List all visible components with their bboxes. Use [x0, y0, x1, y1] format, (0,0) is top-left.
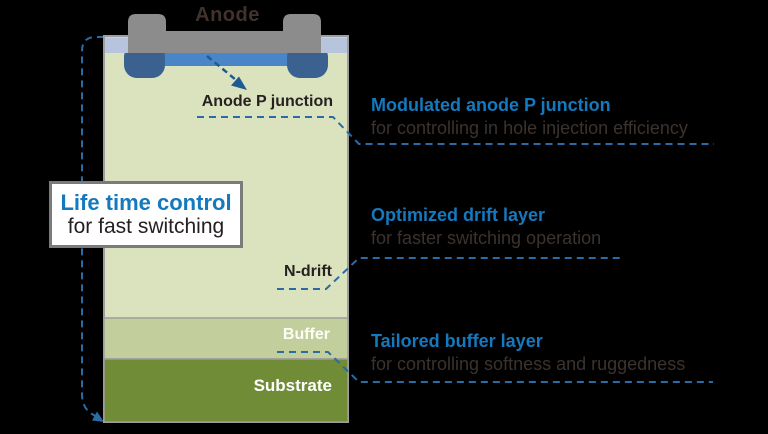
- annotation-heading: Modulated anode P junction: [371, 95, 611, 115]
- junction-arrow: [206, 55, 237, 81]
- lifetime-callout-box: Life time control for fast switching: [49, 181, 243, 248]
- junction-arrowhead-icon: [231, 76, 247, 90]
- anode-p-junction-region: [160, 52, 293, 66]
- lifetime-dashed-outline: [81, 36, 104, 419]
- anode-p-junction-label: Anode P junction: [201, 93, 333, 110]
- substrate-region: [103, 358, 349, 423]
- annotation-description: for controlling softness and ruggedness: [371, 354, 686, 374]
- connector-buffer: [277, 351, 713, 383]
- anode-label: Anode: [195, 4, 260, 26]
- connector-n-drift: [277, 257, 622, 290]
- buffer-label: Buffer: [282, 326, 330, 343]
- n-drift-label: N-drift: [284, 263, 332, 280]
- annotation-heading: Optimized drift layer: [371, 205, 546, 225]
- annotation-buffer-layer: Tailored buffer layer for controlling so…: [371, 330, 685, 376]
- substrate-label: Substrate: [253, 376, 332, 395]
- annotation-anode-p-junction: Modulated anode P junction for controlli…: [371, 94, 688, 140]
- lifetime-outline-arrowhead-icon: [92, 411, 104, 422]
- anode-metal-bar: [153, 31, 300, 53]
- lifetime-callout-title: Life time control: [60, 190, 232, 215]
- connector-anode-p-junction: [197, 116, 714, 145]
- annotation-description: for controlling in hole injection effici…: [371, 118, 688, 138]
- lifetime-callout-subtitle: for fast switching: [67, 215, 225, 238]
- annotation-description: for faster switching operation: [371, 228, 602, 248]
- anode-metal-post-right: [283, 14, 321, 53]
- anode-metal-post-left: [128, 14, 166, 53]
- annotation-heading: Tailored buffer layer: [371, 331, 543, 351]
- annotation-drift-layer: Optimized drift layer for faster switchi…: [371, 204, 601, 250]
